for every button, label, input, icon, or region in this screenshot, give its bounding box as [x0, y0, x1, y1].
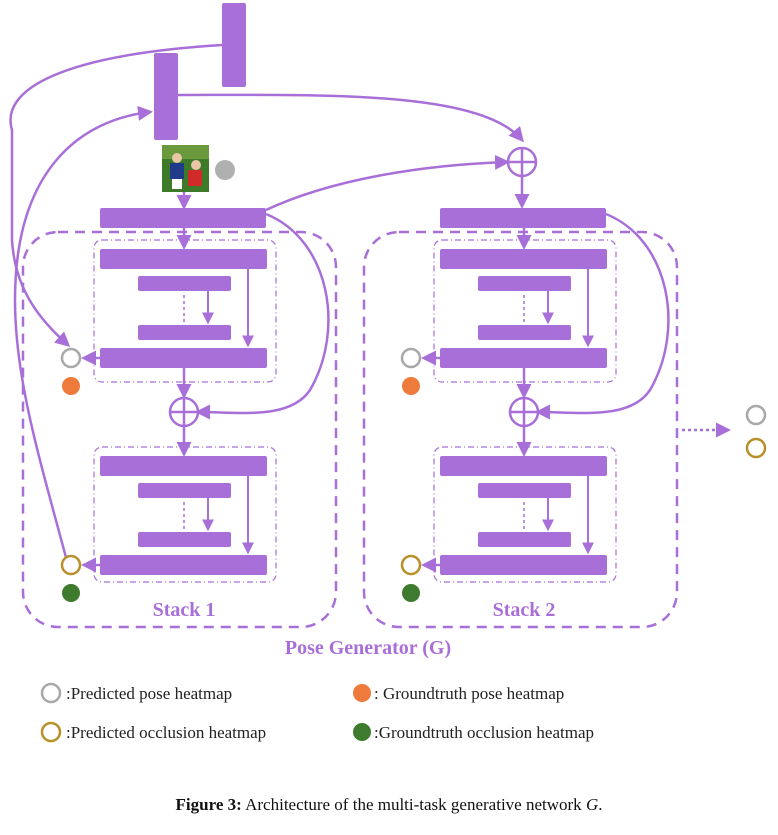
legend-pred-occ-icon	[40, 721, 62, 743]
arrow-bar-to-sum	[177, 93, 524, 143]
stack2-sum-node	[508, 396, 540, 428]
stack1-frame	[21, 230, 338, 629]
stack1-gt-pose-1	[62, 377, 80, 395]
stack1-pred-pose-1	[60, 347, 82, 369]
stack1-label: Stack 1	[153, 599, 216, 621]
legend-gt-occ: :Groundtruth occlusion heatmap	[374, 723, 594, 742]
stack1-skip-arrow	[195, 212, 330, 420]
stack1-sum-node	[168, 396, 200, 428]
stack2-gt-occ	[402, 584, 420, 602]
stack2-hourglass-2	[433, 446, 617, 583]
stack2-skip-arrow	[535, 212, 670, 420]
input-bar-tall	[222, 3, 246, 87]
caption-prefix: Figure 3:	[175, 795, 242, 814]
legend-pred-occ: :Predicted occlusion heatmap	[66, 723, 266, 742]
arrow-top-loop	[9, 43, 223, 347]
stack2-label: Stack 2	[493, 599, 556, 621]
legend-pred-pose-icon	[40, 682, 62, 704]
stack1-pred-occ	[60, 554, 82, 576]
caption-symbol: G	[585, 795, 599, 814]
input-gray-dot	[215, 160, 235, 180]
stack2-gt-pose-1	[402, 377, 420, 395]
caption-text: Architecture of the multi-task generativ…	[241, 795, 586, 814]
stack2-pred-occ	[400, 554, 422, 576]
sum-node-top	[506, 146, 538, 178]
legend-gt-occ-icon	[353, 723, 371, 741]
stack2-pred-pose-1	[400, 347, 422, 369]
legend-gt-pose-icon	[353, 684, 371, 702]
stack1-gt-occ	[62, 584, 80, 602]
stem-bar	[100, 208, 266, 228]
input-bar-left	[154, 53, 178, 140]
generator-label: Pose Generator (G)	[285, 637, 451, 659]
arrow-occ-loop	[13, 105, 153, 566]
stack2-frame	[362, 230, 679, 629]
stack2-stem-bar	[440, 208, 606, 228]
stack1-hourglass-2	[93, 446, 277, 583]
caption-suffix: .	[598, 795, 603, 814]
stack1-hourglass-1	[93, 239, 277, 383]
input-image	[162, 145, 209, 192]
stack2-hourglass-1	[433, 239, 617, 383]
figure-caption: Figure 3: Architecture of the multi-task…	[0, 795, 778, 815]
legend-gt-pose: : Groundtruth pose heatmap	[374, 684, 564, 703]
legend-pred-pose: :Predicted pose heatmap	[66, 684, 232, 703]
output-pred-occ	[745, 437, 767, 459]
output-pred-pose	[745, 404, 767, 426]
arrow-stem-to-sum	[265, 154, 510, 212]
